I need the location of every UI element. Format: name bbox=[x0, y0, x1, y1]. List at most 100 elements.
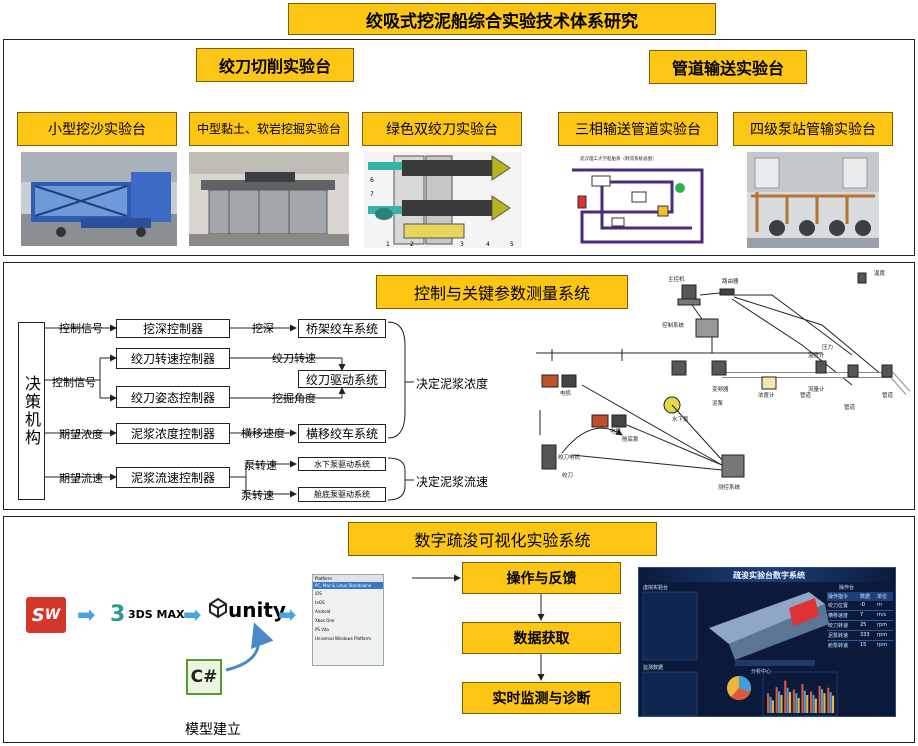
dashboard-bar bbox=[784, 680, 787, 713]
net-label-motor-2: 电机 bbox=[610, 427, 622, 435]
dashboard-bar bbox=[778, 691, 781, 713]
dashboard-bar bbox=[775, 687, 778, 713]
dashboard-bar bbox=[806, 695, 809, 713]
arrow-right-icon: ➡ bbox=[77, 603, 96, 628]
platform-item: Xbox One bbox=[315, 618, 335, 623]
cutter-num-7: 7 bbox=[370, 191, 374, 198]
table-header: 单位 bbox=[877, 594, 888, 600]
small-sand-bench-photo bbox=[21, 152, 177, 246]
dashboard-label-virtual: 虚拟实验台 bbox=[643, 585, 669, 591]
edge-cutter-speed: 绞刀转速 bbox=[272, 352, 316, 365]
edge-dig-angle: 挖掘角度 bbox=[272, 392, 316, 405]
bilge-pump-system: 舱底泵驱动系统 bbox=[298, 487, 386, 502]
net-label-pipe-2: 管道 bbox=[844, 403, 856, 411]
platform-item: PC, Mac & Linux Standalone bbox=[313, 582, 383, 589]
platform-item: iOS bbox=[315, 591, 322, 596]
dashboard-label-analysis: 分析中心 bbox=[751, 669, 772, 675]
net-label-cutter-motor: 绞刀电机 bbox=[558, 453, 581, 461]
cutter-num-5: 5 bbox=[510, 241, 514, 248]
dashboard-bar bbox=[801, 684, 804, 713]
table-cell: rpm bbox=[877, 642, 888, 648]
dashboard-bar bbox=[818, 686, 821, 713]
flow-realtime-monitor: 实时监测与诊断 bbox=[462, 682, 621, 714]
cutter-speed-controller: 绞刀转速控制器 bbox=[116, 348, 230, 369]
cutter-attitude-controller: 绞刀姿态控制器 bbox=[116, 386, 230, 408]
dashboard-bar bbox=[821, 689, 824, 713]
flow-data-acquisition: 数据获取 bbox=[462, 622, 621, 654]
platform-item: Android bbox=[315, 609, 331, 614]
dashboard-bar bbox=[771, 700, 774, 713]
pipeline-schematic: 武汉理工大学船舶系（制流系统总图） bbox=[562, 152, 712, 248]
table-cell: 7 bbox=[860, 612, 864, 618]
dashboard-graphics bbox=[642, 591, 838, 716]
dashboard-bar bbox=[780, 695, 783, 713]
net-label-flowmeter: 流量计 bbox=[808, 385, 825, 393]
traverse-winch-system: 横移绞车系统 bbox=[298, 424, 386, 443]
model-caption: 模型建立 bbox=[185, 722, 241, 738]
table-row: 舱泵转速 15 rpm bbox=[827, 641, 893, 650]
3dsmax-label: 3DS MAX bbox=[128, 608, 185, 621]
build-platform-list: Platform PC, Mac & Linux Standalone iOS … bbox=[312, 574, 384, 666]
edge-pump-speed-2: 泵转速 bbox=[241, 489, 274, 502]
pipeline-bench-title: 管道输送实验台 bbox=[649, 50, 807, 84]
table-row: 绞刀位置 -0 m bbox=[827, 601, 893, 611]
signal-expected-concentration: 期望浓度 bbox=[59, 428, 103, 441]
table-cell: 舱泵转速 bbox=[828, 643, 849, 649]
table-row: 泥泵转速 333 rpm bbox=[827, 631, 893, 641]
platform-item: tvOS bbox=[315, 600, 325, 605]
table-cell: m bbox=[877, 602, 882, 608]
dashboard-bar bbox=[827, 687, 830, 713]
dashboard-bar bbox=[832, 695, 835, 713]
bench-four-stage-pump: 四级泵站管输实验台 bbox=[733, 112, 893, 146]
unity-logo-icon bbox=[208, 598, 227, 618]
cutter-bench-title: 绞刀切削实验台 bbox=[196, 48, 354, 82]
dashboard-bar bbox=[792, 689, 795, 713]
medium-clay-bench-photo bbox=[189, 152, 349, 246]
dashboard-bar bbox=[786, 687, 789, 713]
signal-control-1: 控制信号 bbox=[59, 322, 103, 335]
3dsmax-logo-icon: 3 bbox=[110, 602, 126, 627]
csharp-logo-icon: C# bbox=[186, 659, 222, 695]
cutter-num-4: 4 bbox=[486, 241, 490, 248]
net-label-pipe-1: 管道 bbox=[800, 391, 812, 399]
cutter-num-2: 2 bbox=[410, 241, 414, 248]
dashboard-bar bbox=[810, 691, 813, 713]
signal-control-2: 控制信号 bbox=[52, 376, 96, 389]
platform-item: PS Vita bbox=[315, 627, 330, 632]
dual-cutter-drawing: 6 7 1 2 3 4 5 bbox=[364, 152, 522, 248]
dashboard-label-monitor: 监测数据 bbox=[643, 665, 664, 671]
digital-dashboard: 疏浚实验台数字系统 虚拟实验台 操作台 分析中心 监测数据 操作指令 数据 单位… bbox=[638, 567, 896, 717]
table-cell: 绞刀位置 bbox=[828, 603, 849, 609]
dashboard-bar bbox=[769, 696, 772, 713]
decision-mechanism: 决策机构 bbox=[18, 322, 45, 500]
net-label-densimeter: 浓度计 bbox=[758, 391, 775, 399]
net-label-router: 路由器 bbox=[722, 277, 739, 285]
net-label-measure-ctrl: 测控系统 bbox=[718, 483, 741, 491]
control-system-title: 控制与关键参数测量系统 bbox=[376, 275, 628, 309]
table-cell: 泥泵转速 bbox=[828, 633, 849, 639]
platform-header: Platform bbox=[313, 575, 383, 582]
table-cell: 15 bbox=[860, 642, 867, 648]
page-title: 绞吸式挖泥船综合实验技术体系研究 bbox=[288, 3, 716, 35]
dashboard-label-console: 操作台 bbox=[839, 585, 855, 591]
flow-operation-feedback: 操作与反馈 bbox=[462, 562, 621, 594]
net-label-pressure: 压力 bbox=[822, 343, 833, 351]
table-cell: 横移速度 bbox=[828, 613, 849, 619]
table-cell: 绞刀转速 bbox=[828, 623, 849, 629]
table-cell: 25 bbox=[860, 622, 867, 628]
slurry-velocity-controller: 泥浆流速控制器 bbox=[116, 467, 230, 488]
dashboard-bar bbox=[767, 693, 770, 713]
depth-controller: 挖深控制器 bbox=[116, 319, 230, 338]
signal-expected-velocity: 期望流速 bbox=[59, 472, 103, 485]
table-row: 横移速度 7 m/s bbox=[827, 611, 893, 621]
slurry-concentration-controller: 泥浆浓度控制器 bbox=[116, 423, 230, 444]
table-cell: -0 bbox=[860, 602, 865, 608]
table-row: 绞刀转速 25 rpm bbox=[827, 621, 893, 631]
cutter-drive-system: 绞刀驱动系统 bbox=[298, 370, 386, 388]
bench-small-sand: 小型挖沙实验台 bbox=[17, 112, 177, 146]
net-label-thermometer: 温度计 bbox=[808, 351, 825, 359]
net-label-temperature: 温度 bbox=[874, 269, 886, 277]
dashboard-title: 疏浚实验台数字系统 bbox=[733, 571, 805, 580]
edge-depth: 挖深 bbox=[252, 322, 274, 335]
